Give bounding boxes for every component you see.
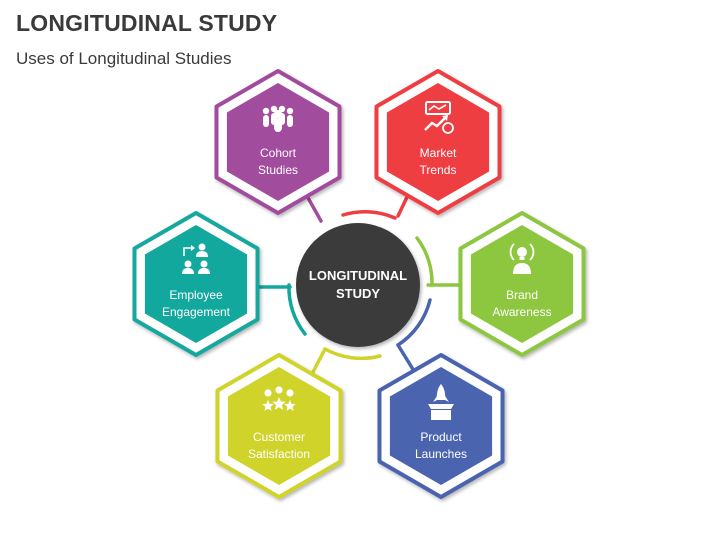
hex-fill-cohort-studies — [226, 83, 330, 201]
hex-label-market-trends-line2: Trends — [420, 163, 457, 177]
hex-fill-brand-awareness — [470, 225, 574, 343]
hex-label-brand-awareness-line1: Brand — [506, 288, 538, 302]
employee-exchange-icon — [182, 243, 210, 274]
hex-label-product-launches-line2: Launches — [415, 447, 467, 461]
ring-arc-customer-satisfaction — [323, 347, 382, 361]
hex-label-cohort-studies-line1: Cohort — [260, 146, 297, 160]
center-label-line1: LONGITUDINAL — [309, 268, 407, 283]
people-with-stars-icon — [262, 386, 296, 411]
connector-cohort-studies — [305, 194, 323, 223]
center-ring — [287, 210, 434, 361]
ring-arc-brand-awareness — [415, 236, 434, 287]
hex-fill-market-trends — [386, 83, 490, 201]
hex-label-employee-engagement-line1: Employee — [169, 288, 223, 302]
hex-label-market-trends-line1: Market — [420, 146, 457, 160]
connectors — [258, 193, 460, 374]
center-circle — [296, 223, 420, 347]
hex-label-employee-engagement-line2: Engagement — [162, 305, 231, 319]
connector-customer-satisfaction — [311, 347, 327, 374]
hex-label-product-launches-line1: Product — [420, 430, 462, 444]
connector-market-trends — [396, 193, 410, 218]
hex-label-brand-awareness-line2: Awareness — [492, 305, 551, 319]
hex-fill-customer-satisfaction — [227, 367, 331, 485]
page-title: LONGITUDINAL STUDY — [16, 10, 278, 36]
ring-arc-employee-engagement — [287, 283, 307, 336]
group-of-people-icon — [262, 105, 294, 132]
page-subtitle: Uses of Longitudinal Studies — [16, 49, 232, 68]
connector-product-launches — [396, 343, 416, 373]
hex-fill-product-launches — [389, 367, 493, 485]
center-label-line2: STUDY — [336, 286, 380, 301]
ring-arc-market-trends — [341, 210, 397, 220]
hex-label-customer-satisfaction-line1: Customer — [253, 430, 305, 444]
market-trend-chart-icon — [424, 101, 454, 134]
person-with-idea-bulb-icon — [509, 243, 535, 274]
rocket-launch-box-icon — [428, 384, 454, 420]
hex-label-customer-satisfaction-line2: Satisfaction — [248, 447, 310, 461]
hex-label-cohort-studies-line2: Studies — [258, 163, 298, 177]
hex-fill-employee-engagement — [144, 225, 248, 343]
center-node: LONGITUDINAL STUDY — [296, 223, 420, 347]
ring-arc-product-launches — [396, 298, 432, 347]
